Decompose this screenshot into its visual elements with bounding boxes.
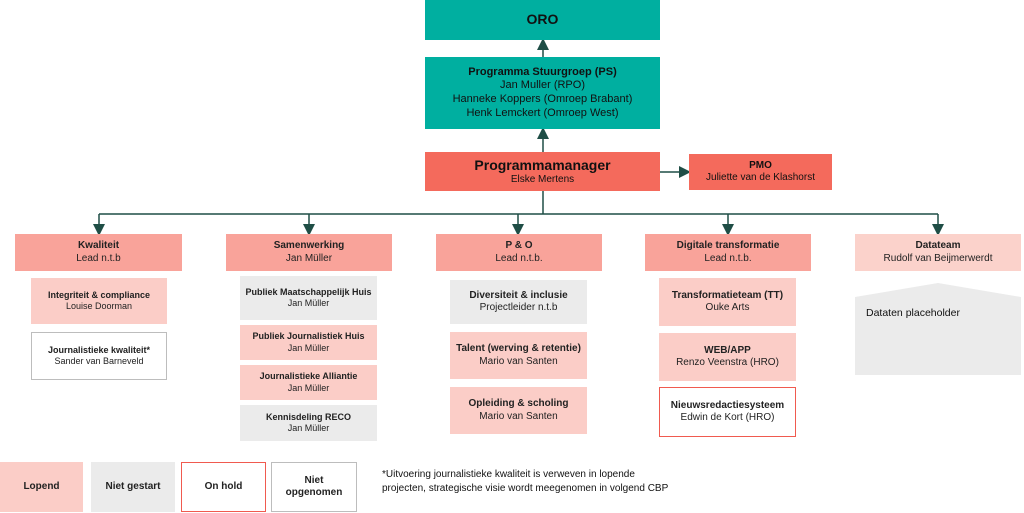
item-title: Talent (werving & retentie): [456, 343, 581, 354]
stuurgroep-title: Programma Stuurgroep (PS): [468, 65, 617, 78]
item-title: Transformatieteam (TT): [671, 289, 784, 301]
opleiding-scholing-box: Opleiding & scholing Mario van Santen: [450, 387, 587, 434]
footnote: *Uitvoering journalistieke kwaliteit is …: [382, 469, 669, 494]
kwaliteit-lead: Lead n.t.b: [76, 252, 121, 264]
datateam-callout-shape: [855, 283, 1021, 375]
item-sub: Jan Müller: [287, 298, 330, 308]
legend-niet-opgenomen: Niet opgenomen: [271, 462, 357, 512]
oro-box: ORO: [425, 0, 660, 40]
item-title: Nieuwsredactiesysteem: [670, 399, 785, 411]
datateam-title: Datateam: [915, 240, 961, 251]
item-sub: Mario van Santen: [479, 410, 558, 422]
item-sub: Mario van Santen: [479, 355, 558, 367]
samenwerking-header: Samenwerking Jan Müller: [226, 234, 392, 271]
stuurgroep-member: Hanneke Koppers (Omroep Brabant): [452, 93, 633, 105]
legend-label: Niet gestart: [105, 480, 161, 492]
publiek-journalistiek-huis-box: Publiek Journalistiek Huis Jan Müller: [240, 325, 377, 360]
journalistieke-kwaliteit-box: Journalistieke kwaliteit* Sander van Bar…: [31, 332, 167, 380]
pmo-title: PMO: [749, 159, 772, 171]
legend-niet-gestart: Niet gestart: [91, 462, 175, 512]
po-lead: Lead n.t.b.: [495, 252, 543, 264]
diversiteit-inclusie-box: Diversiteit & inclusie Projectleider n.t…: [450, 280, 587, 324]
po-header: P & O Lead n.t.b.: [436, 234, 602, 271]
item-title: Journalistieke Alliantie: [259, 371, 358, 382]
kwaliteit-title: Kwaliteit: [77, 240, 120, 251]
stuurgroep-box: Programma Stuurgroep (PS) Jan Muller (RP…: [425, 57, 660, 129]
item-title: Publiek Maatschappelijk Huis: [245, 286, 372, 297]
item-sub: Louise Doorman: [65, 301, 133, 311]
programmamanager-title: Programmamanager: [474, 156, 611, 173]
item-title: Diversiteit & inclusie: [469, 289, 568, 301]
legend-on-hold: On hold: [181, 462, 266, 512]
item-title: Integriteit & compliance: [47, 289, 151, 300]
journalistieke-alliantie-box: Journalistieke Alliantie Jan Müller: [240, 365, 377, 400]
item-sub: Ouke Arts: [705, 302, 750, 313]
stuurgroep-member: Jan Muller (RPO): [500, 79, 585, 92]
datateam-lead: Rudolf van Beijmerwerdt: [883, 252, 993, 264]
item-sub: Projectleider n.t.b: [479, 302, 558, 313]
legend-lopend: Lopend: [0, 462, 83, 512]
datateam-note: Dataten placeholder: [866, 307, 960, 319]
item-sub: Renzo Veenstra (HRO): [676, 357, 779, 368]
item-sub: Jan Müller: [287, 342, 330, 353]
pmo-name: Juliette van de Klashorst: [706, 172, 815, 183]
item-sub: Edwin de Kort (HRO): [680, 412, 775, 423]
item-title: Opleiding & scholing: [468, 398, 569, 409]
item-sub: Jan Müller: [287, 382, 330, 393]
stuurgroep-member: Henk Lemckert (Omroep West): [466, 106, 619, 119]
integriteit-compliance-box: Integriteit & compliance Louise Doorman: [31, 278, 167, 324]
kwaliteit-header: Kwaliteit Lead n.t.b: [15, 234, 182, 271]
kennisdeling-reco-box: Kennisdeling RECO Jan Müller: [240, 405, 377, 441]
publiek-maatschappelijk-huis-box: Publiek Maatschappelijk Huis Jan Müller: [240, 276, 377, 320]
legend-label: On hold: [204, 480, 243, 492]
item-title: WEB/APP: [704, 344, 751, 356]
samenwerking-lead: Jan Müller: [285, 252, 333, 264]
talent-box: Talent (werving & retentie) Mario van Sa…: [450, 332, 587, 379]
legend-label: Lopend: [23, 480, 60, 492]
samenwerking-title: Samenwerking: [273, 240, 345, 251]
item-sub: Jan Müller: [287, 423, 330, 433]
item-title: Journalistieke kwaliteit*: [47, 344, 151, 355]
web-app-box: WEB/APP Renzo Veenstra (HRO): [659, 333, 796, 381]
item-title: Publiek Journalistiek Huis: [252, 331, 365, 342]
digitale-transformatie-title: Digitale transformatie: [676, 240, 780, 251]
digitale-transformatie-lead: Lead n.t.b.: [704, 252, 752, 264]
po-title: P & O: [505, 240, 533, 251]
digitale-transformatie-header: Digitale transformatie Lead n.t.b.: [645, 234, 811, 271]
transformatieteam-box: Transformatieteam (TT) Ouke Arts: [659, 278, 796, 326]
legend-label: Niet opgenomen: [285, 474, 343, 499]
pmo-box: PMO Juliette van de Klashorst: [689, 154, 832, 190]
oro-title: ORO: [526, 11, 559, 28]
programmamanager-name: Elske Mertens: [510, 174, 575, 185]
item-title: Kennisdeling RECO: [265, 411, 351, 422]
nieuwsredactiesysteem-box: Nieuwsredactiesysteem Edwin de Kort (HRO…: [659, 387, 796, 437]
programmamanager-box: Programmamanager Elske Mertens: [425, 152, 660, 191]
item-sub: Sander van Barneveld: [54, 356, 144, 366]
datateam-header: Datateam Rudolf van Beijmerwerdt: [855, 234, 1021, 271]
